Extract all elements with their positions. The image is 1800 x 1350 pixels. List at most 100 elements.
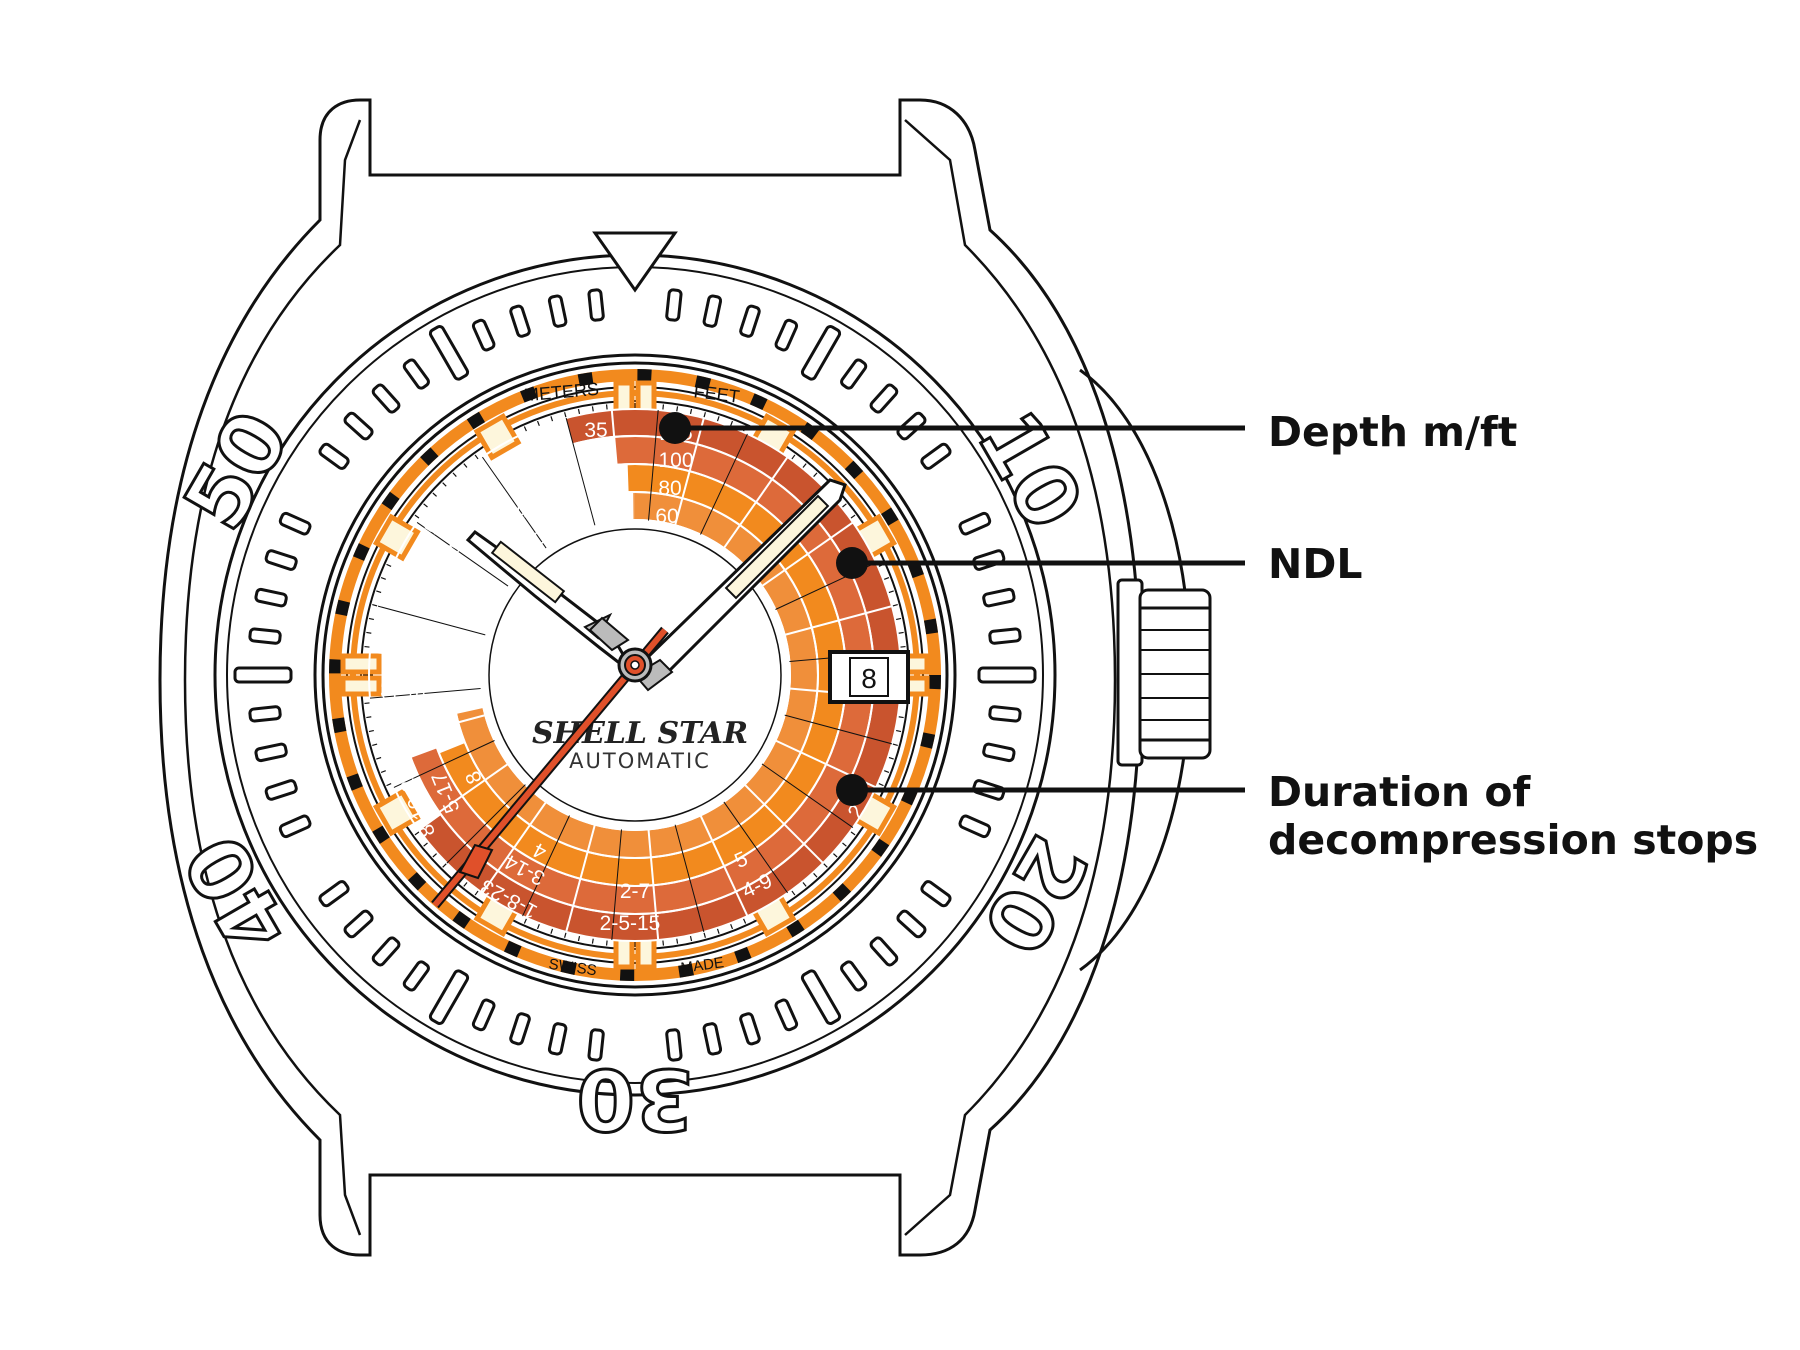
stop-label: 2-5-15 xyxy=(600,912,661,935)
ring-grid-line xyxy=(393,740,495,788)
bezel-number-30: 30 xyxy=(577,1050,694,1148)
hour-marker xyxy=(372,788,421,837)
date-window: 8 xyxy=(828,650,910,704)
bezel-minute-marker xyxy=(920,880,952,908)
bezel-minute-marker xyxy=(371,936,401,967)
hour-marker xyxy=(473,412,522,461)
dial-minute-tick xyxy=(801,881,807,887)
bezel-minute-marker xyxy=(278,814,312,839)
ring-grid-line xyxy=(647,829,660,941)
ring-grid-line xyxy=(700,433,748,535)
crown xyxy=(1116,578,1212,767)
ring-band-4 xyxy=(452,493,817,857)
bezel-minute-marker xyxy=(587,1028,605,1062)
ring-grid-line xyxy=(674,417,705,526)
callout-label-duration-line2: decompression stops xyxy=(1268,816,1758,864)
model-name: AUTOMATIC xyxy=(569,749,711,773)
bezel-minute-marker xyxy=(702,1022,723,1056)
bezel-minute-marker xyxy=(774,998,799,1032)
bezel-triangle-marker xyxy=(592,231,678,293)
made-label: MADE xyxy=(680,954,725,977)
ring-grid-line xyxy=(784,605,893,636)
dial-minute-tick xyxy=(841,841,847,847)
depth-meters-label: 35 xyxy=(584,419,607,442)
bezel-five-minute-marker xyxy=(233,666,293,684)
dial-minute-tick xyxy=(891,604,898,607)
bezel-minute-marker xyxy=(402,358,430,390)
bezel-minute-marker xyxy=(471,998,496,1032)
stop-label: 2-7 xyxy=(620,880,650,903)
ring-band-3 xyxy=(424,465,845,885)
dial-minute-tick xyxy=(883,769,890,774)
depth-meters-label: 25 xyxy=(592,475,615,498)
dial-minute-tick xyxy=(536,923,541,930)
bezel-minute-marker xyxy=(509,1012,531,1046)
bezel-five-minute-marker xyxy=(800,325,842,381)
ring-grid-line xyxy=(723,456,789,549)
hour-marker-double xyxy=(340,653,382,675)
depth-feet-label: 100 xyxy=(658,449,693,472)
swiss-label: SWISS xyxy=(548,956,598,980)
depth-feet-label: 60 xyxy=(655,505,678,528)
bezel-minute-marker xyxy=(278,511,312,536)
stop-label: 7-15-31 xyxy=(377,646,403,719)
bezel-minute-marker xyxy=(920,442,952,470)
ring-grid-line xyxy=(377,605,486,636)
depth-meters-label: 20 xyxy=(596,503,619,526)
ring-grid-line xyxy=(784,714,893,745)
depth-meters-label: 30 xyxy=(588,447,611,470)
bezel-minute-marker xyxy=(318,442,350,470)
ring-grid-line xyxy=(610,409,623,521)
bezel-minute-marker xyxy=(402,960,430,992)
bezel-minute-marker xyxy=(254,742,288,763)
ring-grid-line xyxy=(723,801,788,894)
ring-grid-line xyxy=(369,650,481,663)
ring-grid-line xyxy=(761,763,854,828)
ring-grid-line xyxy=(377,714,486,745)
bezel-minute-marker xyxy=(264,549,298,571)
bezel-minute-marker xyxy=(343,411,374,441)
callout-label-depth: Depth m/ft xyxy=(1268,408,1517,456)
ring-grid-line xyxy=(521,433,571,535)
callout-label-ndl: NDL xyxy=(1268,540,1362,588)
bezel-five-minute-marker xyxy=(977,666,1037,684)
seconds-hand xyxy=(431,626,669,909)
ring-grid-line xyxy=(743,783,824,864)
hour-marker xyxy=(372,513,421,562)
bezel-minute-marker xyxy=(774,318,799,352)
bezel-minute-marker xyxy=(702,294,723,328)
bezel-minute-marker xyxy=(547,294,568,328)
bezel-minute-marker xyxy=(248,705,282,723)
bezel-minute-marker xyxy=(988,705,1022,723)
ring-grid-lines xyxy=(369,409,901,941)
bezel-minute-marker xyxy=(318,880,350,908)
bezel-minute-marker xyxy=(264,779,298,801)
dial-minute-tick xyxy=(883,576,890,581)
dial-minute-tick xyxy=(801,463,807,469)
bezel-minute-marker xyxy=(739,304,761,338)
bezel-minute-marker xyxy=(371,383,401,414)
bezel-minute-marker xyxy=(739,1012,761,1046)
ring-grid-line xyxy=(674,824,705,933)
bezel-minute-marker xyxy=(254,587,288,608)
depth-feet-label: 80 xyxy=(658,477,681,500)
ring-grid-line xyxy=(522,815,570,917)
bezel-minute-marker xyxy=(840,358,868,390)
ring-grid-line xyxy=(699,815,749,917)
bezel-minute-marker xyxy=(958,511,992,536)
dial-minute-tick xyxy=(564,931,567,938)
bezel-minute-marker xyxy=(665,288,683,322)
dial-minute-tick xyxy=(703,931,706,938)
hour-hand xyxy=(465,529,637,677)
bezel-minute-marker xyxy=(547,1022,568,1056)
ring-grid-line xyxy=(482,456,547,549)
dial-minute-tick xyxy=(891,743,898,746)
dial-minute-tick xyxy=(423,841,429,847)
stop-label: 8-23 xyxy=(406,658,430,701)
bezel-minute-marker xyxy=(896,909,927,939)
ring-grid-line xyxy=(369,688,481,699)
bezel-minute-marker xyxy=(665,1028,683,1062)
dial-minute-tick xyxy=(812,472,818,478)
bezel-minute-marker xyxy=(587,288,605,322)
